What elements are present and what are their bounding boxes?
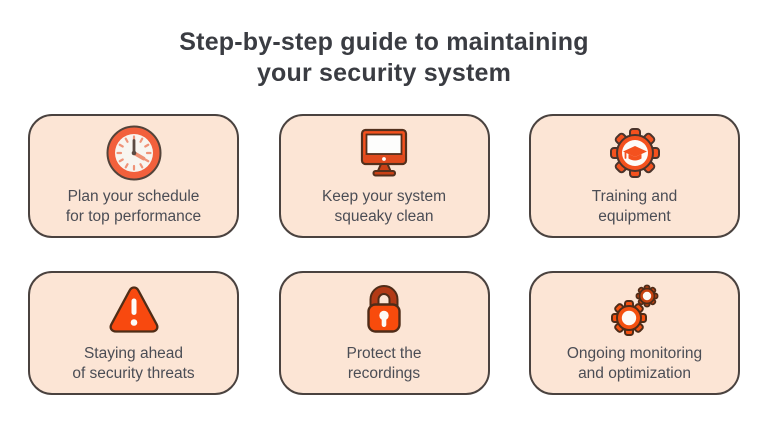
clock-icon (105, 124, 163, 182)
gear-graduation-cap-icon (606, 124, 664, 182)
card-label: Training and equipment (591, 187, 678, 225)
steps-grid: Plan your schedule for top performance K… (28, 114, 740, 395)
card-plan-schedule: Plan your schedule for top performance (28, 114, 239, 238)
monitor-icon (355, 124, 413, 182)
card-label: Plan your schedule for top performance (65, 187, 202, 225)
card-security-threats: Staying ahead of security threats (28, 271, 239, 395)
card-label: Keep your system squeaky clean (321, 187, 447, 225)
warning-triangle-icon (105, 281, 163, 339)
gears-icon (606, 281, 664, 339)
card-monitoring-optimization: Ongoing monitoring and optimization (529, 271, 740, 395)
lock-icon (355, 281, 413, 339)
card-label: Protect the recordings (346, 344, 422, 382)
card-training-equipment: Training and equipment (529, 114, 740, 238)
card-keep-clean: Keep your system squeaky clean (278, 114, 490, 238)
page-title: Step-by-step guide to maintaining your s… (179, 28, 589, 87)
card-label: Ongoing monitoring and optimization (566, 344, 703, 382)
card-protect-recordings: Protect the recordings (278, 271, 490, 395)
card-label: Staying ahead of security threats (72, 344, 195, 382)
